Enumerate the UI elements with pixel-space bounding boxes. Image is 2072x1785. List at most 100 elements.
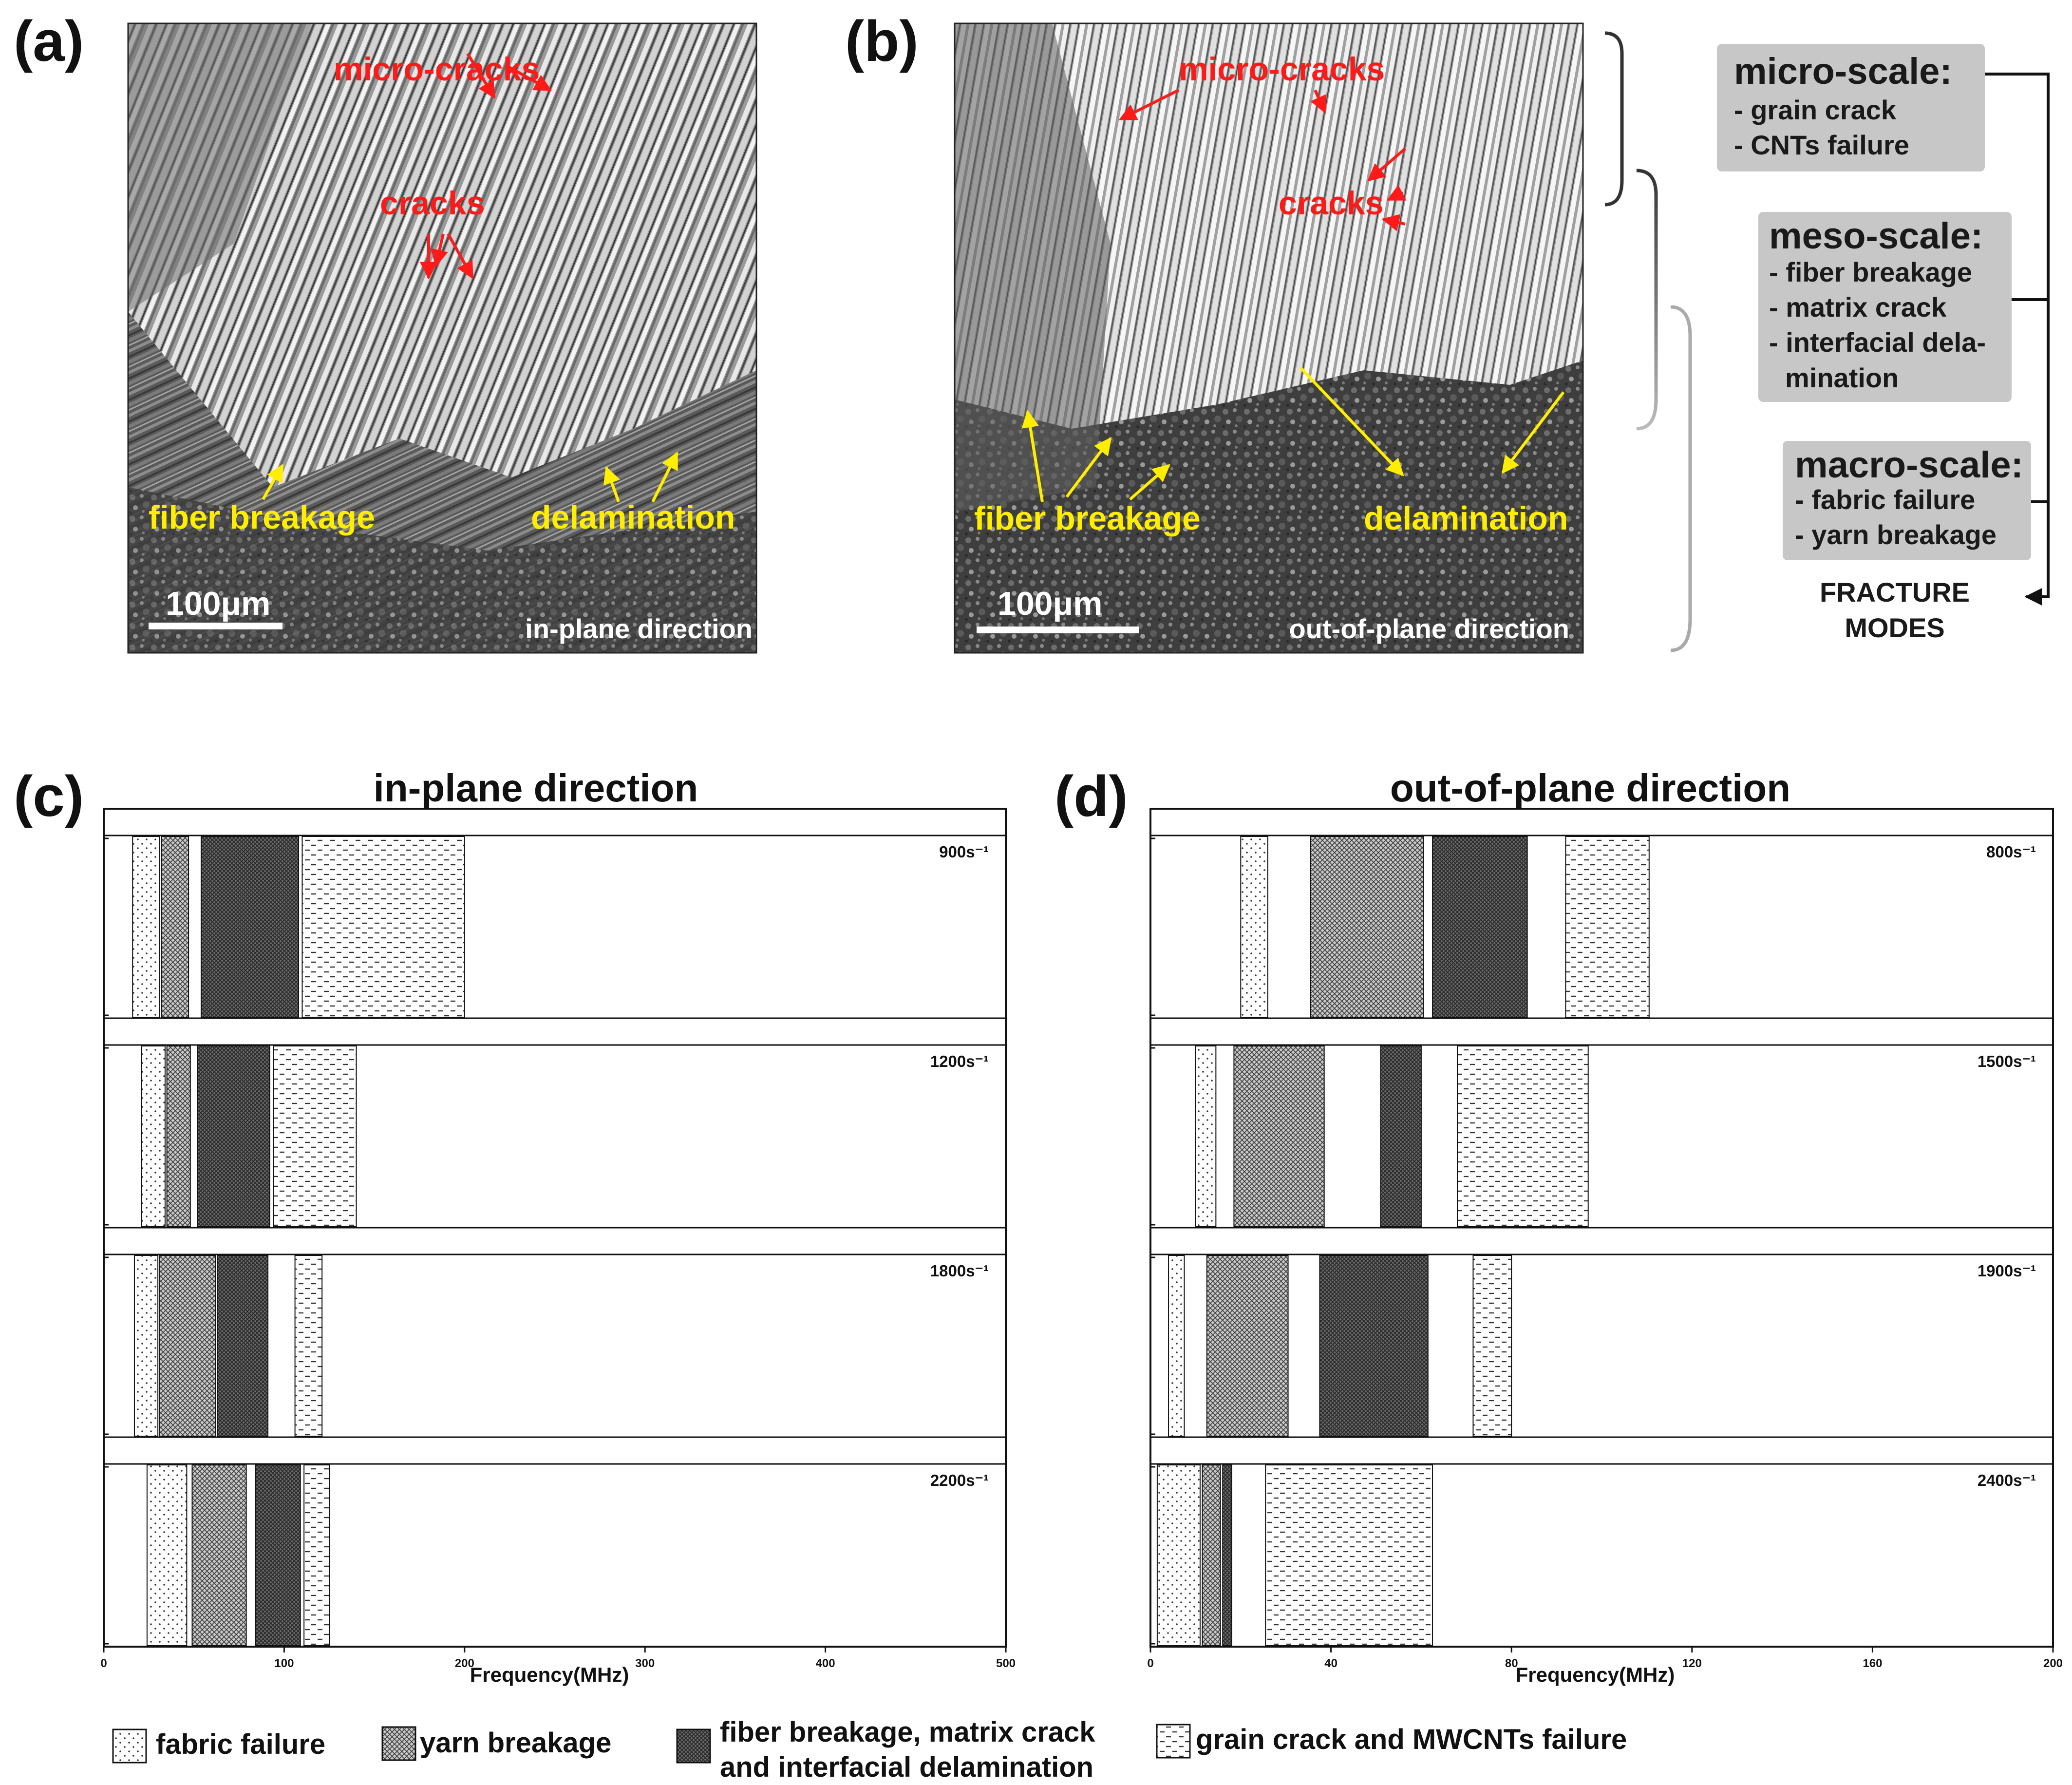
panel-b-arrows: [1021, 89, 1565, 502]
panel-b-cracks-label: cracks: [1279, 185, 1384, 222]
panel-b-label: (b): [845, 9, 919, 74]
fracture-modes-label-line2: MODES: [1845, 612, 1944, 643]
macro-scale-item-1: - fabric failure: [1795, 484, 1975, 515]
micro-scale-title: micro-scale:: [1734, 51, 1952, 92]
frequency-band-grain: [1457, 1045, 1589, 1227]
strain-rate-label: 2200s⁻¹: [930, 1471, 989, 1489]
panel-b-micro-cracks-label: micro-cracks: [1179, 51, 1385, 88]
panel-a-scale-bar-label: 100μm: [166, 585, 271, 622]
macro-scale-box: macro-scale: - fabric failure - yarn bre…: [1783, 441, 2031, 560]
strain-rate-label: 1200s⁻¹: [930, 1052, 989, 1070]
panel-b-scale-bar-label: 100μm: [998, 585, 1103, 622]
frequency-band-grain: [1565, 836, 1650, 1018]
x-tick-label: 100: [274, 1657, 294, 1670]
meso-scale-item-2: - matrix crack: [1769, 292, 1947, 323]
x-tick-label: 40: [1324, 1657, 1337, 1670]
strain-rate-row: [1149, 1463, 2054, 1648]
strain-rate-row: [1149, 1044, 2054, 1229]
frequency-band-grain: [1472, 1255, 1512, 1437]
frequency-band-grain: [301, 836, 465, 1018]
frequency-band-yarn: [166, 1045, 191, 1227]
legend-grain-label: grain crack and MWCNTs failure: [1196, 1724, 1627, 1755]
meso-scale-box: meso-scale: - fiber breakage - matrix cr…: [1758, 212, 2012, 402]
frequency-band-yarn: [191, 1464, 247, 1646]
panel-a-micro-cracks-label: micro-cracks: [334, 51, 540, 88]
strain-rate-label: 800s⁻¹: [1986, 843, 2036, 861]
panel-a-cracks-label: cracks: [380, 185, 485, 222]
macro-scale-title: macro-scale:: [1795, 444, 2023, 486]
frequency-band-fabric: [1195, 1045, 1217, 1227]
frequency-band-fabric: [133, 1255, 159, 1437]
chart-d-title: out-of-plane direction: [1390, 766, 1790, 810]
x-tick-label: 500: [996, 1657, 1016, 1670]
panel-a-delamination-label: delamination: [531, 499, 735, 536]
frequency-band-yarn: [159, 1255, 216, 1437]
frequency-band-fiber: [1319, 1255, 1429, 1437]
frequency-band-fiber: [1380, 1045, 1422, 1227]
frequency-band-grain: [303, 1464, 330, 1646]
frequency-band-fabric: [1168, 1255, 1185, 1437]
chart-c-title: in-plane direction: [374, 766, 698, 810]
panel-a-label: (a): [14, 9, 84, 74]
strain-rate-label: 2400s⁻¹: [1978, 1471, 2036, 1489]
meso-scale-title: meso-scale:: [1769, 215, 1983, 257]
legend-item-grain: grain crack and MWCNTs failure: [1156, 1724, 1627, 1759]
chart-c: (c) in-plane direction 900s⁻¹1200s⁻¹1800…: [14, 764, 1016, 1686]
micro-scale-box: micro-scale: - grain crack - CNTs failur…: [1717, 44, 1985, 171]
sem-image-b: [954, 22, 1584, 654]
x-tick-label: 400: [816, 1657, 835, 1670]
meso-scale-item-4: mination: [1785, 362, 1899, 393]
sem-image-a: [127, 22, 757, 654]
strain-rate-row: [1149, 1253, 2054, 1438]
legend-item-yarn: yarn breakage: [381, 1726, 611, 1761]
meso-scale-item-1: - fiber breakage: [1769, 257, 1972, 287]
chart-c-x-axis-label: Frequency(MHz): [470, 1663, 629, 1686]
frequency-band-yarn: [161, 836, 189, 1018]
panel-c-label: (c): [14, 764, 84, 829]
frequency-band-grain: [294, 1255, 323, 1437]
panel-a-fiber-breakage-label: fiber breakage: [149, 499, 375, 536]
chart-d-x-axis-label: Frequency(MHz): [1516, 1663, 1675, 1686]
frequency-band-fabric: [146, 1464, 188, 1646]
x-tick-label: 80: [1505, 1657, 1518, 1670]
x-tick-label: 0: [100, 1657, 107, 1670]
frequency-band-fiber: [201, 836, 300, 1018]
legend-item-fabric: fabric failure: [112, 1728, 325, 1764]
strain-rate-label: 900s⁻¹: [939, 843, 989, 861]
panel-b-fiber-breakage-label: fiber breakage: [974, 500, 1201, 537]
frequency-band-yarn: [1233, 1045, 1325, 1227]
panel-a-direction-label: in-plane direction: [525, 613, 753, 644]
panel-b-direction-label: out-of-plane direction: [1289, 613, 1569, 644]
x-tick-label: 200: [2043, 1657, 2063, 1670]
legend-item-fiber: fiber breakage, matrix crack and interfa…: [676, 1716, 1095, 1783]
x-tick-label: 160: [1863, 1657, 1882, 1670]
panel-d-label: (d): [1055, 764, 1128, 829]
chart-d: (d) out-of-plane direction 800s⁻¹1500s⁻¹…: [1055, 764, 2063, 1686]
frequency-band-fiber: [1432, 836, 1528, 1018]
legend-fiber-label-line1: fiber breakage, matrix crack: [720, 1716, 1095, 1748]
frequency-band-grain: [273, 1045, 357, 1227]
legend: fabric failure yarn breakage fiber break…: [112, 1716, 1627, 1783]
strain-rate-row: [103, 1463, 1007, 1648]
frequency-band-fabric: [141, 1045, 166, 1227]
meso-scale-item-3: - interfacial dela-: [1769, 327, 1986, 358]
frequency-band-grain: [1265, 1464, 1433, 1646]
panel-a-arrows: [262, 53, 678, 503]
x-tick-label: 120: [1682, 1657, 1702, 1670]
frequency-band-fabric: [1240, 836, 1268, 1018]
macro-scale-item-2: - yarn breakage: [1795, 519, 1997, 550]
strain-rate-row: [1149, 835, 2054, 1019]
x-tick-label: 0: [1147, 1657, 1153, 1670]
micro-scale-item-2: - CNTs failure: [1734, 130, 1909, 160]
frequency-band-yarn: [1202, 1464, 1221, 1646]
x-tick-label: 200: [455, 1657, 474, 1670]
frequency-band-fiber: [1222, 1464, 1232, 1646]
legend-fabric-label: fabric failure: [156, 1728, 325, 1760]
legend-fiber-label-line2: and interfacial delamination: [720, 1751, 1093, 1783]
strain-rate-label: 1900s⁻¹: [1978, 1262, 2036, 1280]
strain-rate-row: [103, 1253, 1007, 1438]
frequency-band-fabric: [1156, 1464, 1201, 1646]
strain-rate-row: [103, 835, 1007, 1019]
